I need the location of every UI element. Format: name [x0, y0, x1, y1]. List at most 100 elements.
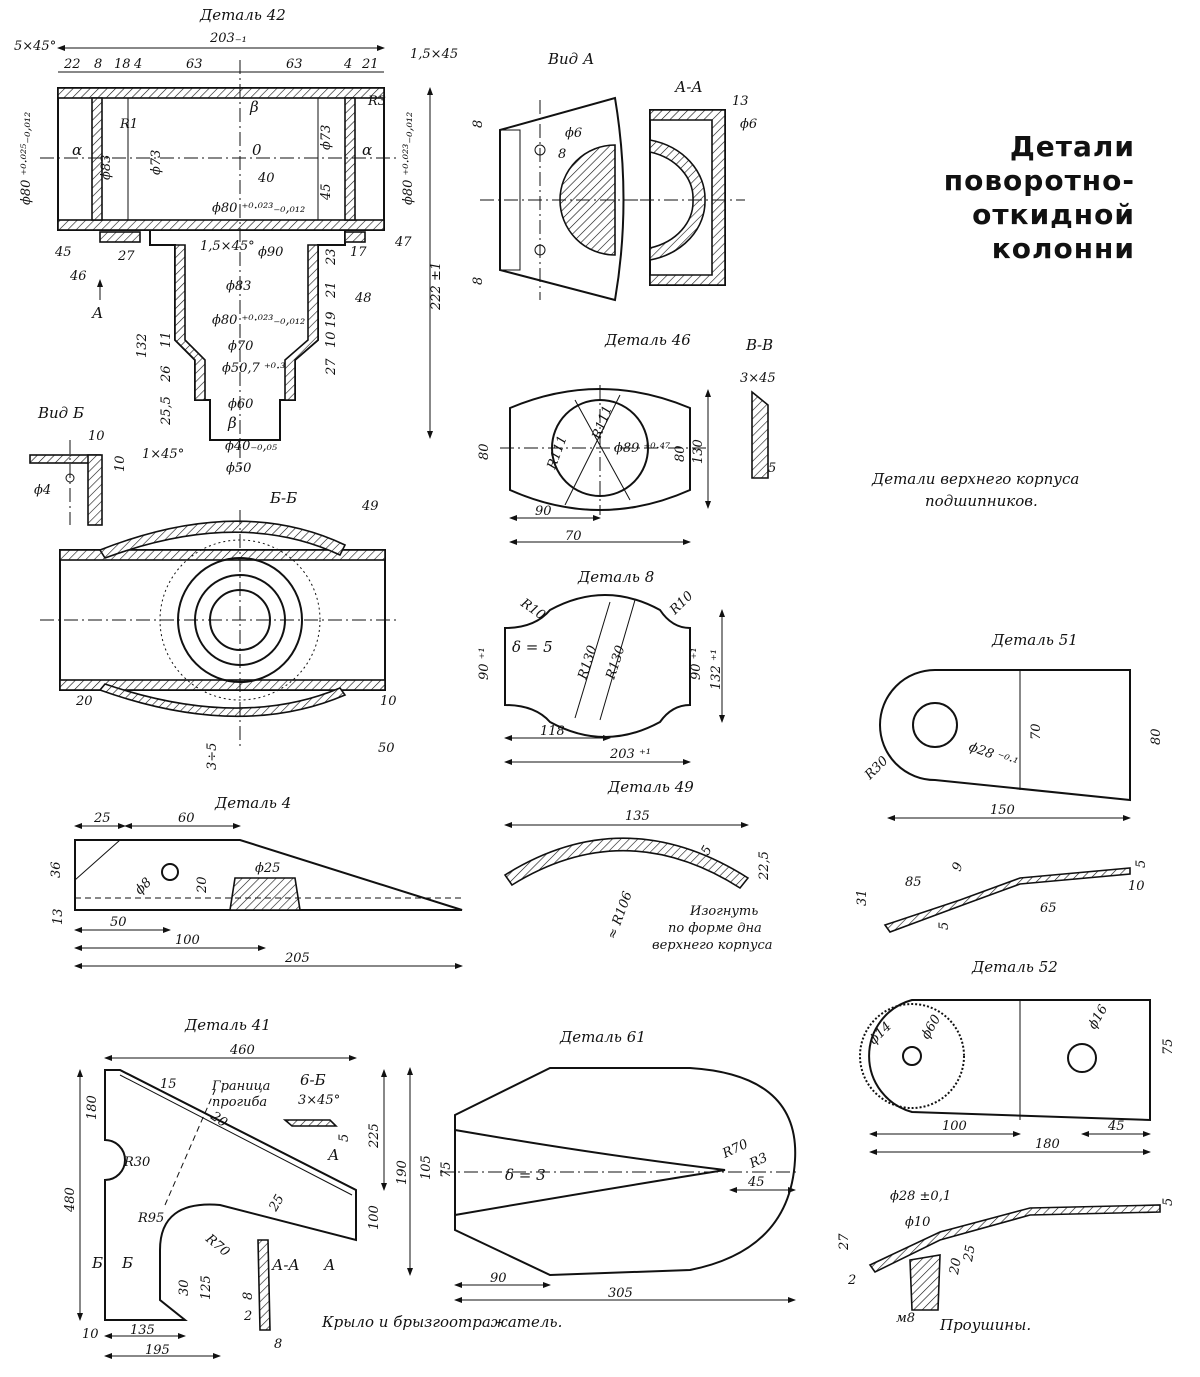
d41-border-1: Граница [211, 1079, 270, 1094]
part-52-drawing: Деталь 52 ϕ14 ϕ60 ϕ16 75 100 45 180 ϕ28 … [837, 958, 1176, 1326]
d42-n47: 47 [394, 235, 412, 250]
view-b-d10a: 10 [88, 429, 105, 444]
d42-n48: 48 [354, 291, 372, 306]
d42-h132: 132 [135, 333, 150, 358]
d42-beta-bottom: β [227, 414, 237, 432]
d51-d10: 10 [1128, 879, 1145, 894]
d46-d80b: 80 [673, 445, 688, 462]
d42-phi83b: ϕ83 [226, 279, 251, 294]
d42-seg-18: 18 [114, 57, 131, 72]
view-a-d8b: 8 [558, 147, 566, 162]
d42-chamfer-left: 5×45° [14, 39, 56, 54]
d42-h11: 11 [159, 331, 174, 348]
d49-note-1: Изогнуть [689, 904, 758, 919]
d42-h10: 10 [324, 331, 339, 348]
part-51-drawing: Деталь 51 70 80 R30 ϕ28 ⁻⁰·¹ 150 9 85 31… [855, 631, 1164, 933]
d49-d135: 135 [625, 809, 650, 824]
part-42-label: Деталь 42 [199, 6, 286, 24]
d42-seg-63b: 63 [286, 57, 303, 72]
part-49-label: Деталь 49 [607, 778, 694, 796]
d42-chamfer-right: 1,5×45 [410, 47, 458, 62]
d41-d225: 225 [367, 1123, 382, 1149]
d42-h21: 21 [324, 281, 339, 299]
title-line-3: откидной [972, 198, 1135, 231]
caption-wing: Крыло и брызгоотражатель. [321, 1313, 562, 1331]
d61-d45: 45 [747, 1175, 765, 1190]
d41-mark-b2: Б [121, 1254, 133, 1272]
d51-d5a: 5 [937, 922, 952, 930]
d42-h26: 26 [159, 365, 174, 383]
section-vv-label: В-В [745, 336, 773, 354]
part-4-label: Деталь 4 [214, 794, 291, 812]
caption-bearing-housing-2: подшипников. [925, 492, 1038, 510]
d42-phi83: ϕ83 [99, 155, 114, 180]
d42-n46: 46 [69, 269, 87, 284]
d42-r3: R3 [367, 94, 386, 109]
d42-seg-4: 4 [133, 57, 142, 72]
d42-h27: 27 [324, 358, 339, 376]
d42-phi80-mid: ϕ80 ⁺⁰·⁰²³₋₀,₀₁₂ [212, 201, 305, 216]
d42-phi80b: ϕ80 ⁺⁰·⁰²³₋₀,₀₁₂ [212, 313, 305, 328]
d52-d45: 45 [1107, 1119, 1125, 1134]
view-a-phi6: ϕ6 [565, 126, 582, 141]
d46-r111b: R111 [589, 404, 615, 443]
d46-phi89: ϕ89 ⁺⁰·⁴⁷ [614, 441, 671, 456]
d42-seg-63a: 63 [186, 57, 203, 72]
part-8-drawing: Деталь 8 R10 R10 R130 R130 δ = 5 90 ⁺¹ 9… [477, 568, 725, 765]
d41-d180: 180 [85, 1095, 100, 1120]
d41-d125: 125 [199, 1275, 214, 1300]
d46-d70: 70 [565, 529, 582, 544]
d8-r130b: R130 [603, 644, 628, 683]
d49-note-3: верхнего корпуса [652, 938, 773, 953]
d42-r1: R1 [119, 117, 138, 132]
d8-d90b: 90 ⁺¹ [689, 647, 704, 680]
part-61-label: Деталь 61 [559, 1028, 646, 1046]
section-bb-d35: 3÷5 [205, 743, 220, 770]
d8-thickness: δ = 5 [512, 638, 553, 656]
d4-d100: 100 [175, 933, 200, 948]
view-b-drawing: Вид Б 10 10 ϕ4 [29, 404, 128, 526]
d61-r3: R3 [746, 1150, 770, 1172]
d42-h25: 25,5 [159, 396, 174, 426]
view-a-d8a: 8 [471, 120, 486, 128]
d42-seg-8: 8 [94, 57, 102, 72]
part-61-drawing: Деталь 61 δ = 3 190 105 75 R70 R3 45 90 … [395, 1028, 800, 1303]
view-b-phi4: ϕ4 [34, 483, 51, 498]
d52-d100: 100 [942, 1119, 967, 1134]
d42-phi73-left: ϕ73 [149, 150, 164, 175]
d42-phi70: ϕ70 [228, 339, 253, 354]
caption-bearing-housing-1: Детали верхнего корпуса [871, 470, 1079, 488]
d46-r111a: R111 [544, 434, 570, 473]
d41-r95: R95 [137, 1211, 164, 1226]
d49-d225: 22,5 [757, 851, 772, 881]
part-41-drawing: Деталь 41 460 15 20 Граница прогиба 6-Б … [63, 1016, 387, 1359]
d52-d20: 20 [947, 1257, 965, 1277]
d51-d65: 65 [1040, 901, 1057, 916]
d51-d5b: 5 [1134, 860, 1149, 868]
d8-r130a: R130 [575, 644, 600, 683]
d41-d8b: 8 [274, 1337, 282, 1352]
d42-beta: β [249, 98, 259, 116]
d52-phi60: ϕ60 [918, 1012, 944, 1042]
part-51-label: Деталь 51 [991, 631, 1078, 649]
d61-thickness: δ = 3 [505, 1166, 546, 1184]
d42-d45: 45 [319, 183, 334, 201]
d42-phi50: ϕ50,7 ⁺⁰·³ [222, 361, 285, 376]
d8-d203: 203 ⁺¹ [609, 747, 651, 762]
d42-phi50b: ϕ50 [226, 461, 251, 476]
d42-phi90: ϕ90 [258, 245, 283, 260]
d51-d85: 85 [905, 875, 922, 890]
section-bb-d20: 20 [75, 694, 93, 709]
view-b-label: Вид Б [37, 404, 84, 422]
section-bb-n49: 49 [361, 499, 379, 514]
d41-section-aa: А-А [271, 1256, 300, 1274]
d41-r30: R30 [123, 1155, 150, 1170]
d41-section-66: 6-Б [300, 1071, 326, 1089]
d42-alpha-left: α [72, 141, 82, 159]
d41-d480: 480 [63, 1187, 78, 1213]
d52-d2: 2 [847, 1273, 856, 1288]
d61-d90: 90 [490, 1271, 507, 1286]
d41-mark-b1: Б [91, 1254, 103, 1272]
d41-mark-a: А [327, 1146, 339, 1164]
part-46-drawing: Деталь 46 80 R111 R111 ϕ89 ⁺⁰·⁴⁷ 80 130 … [477, 331, 776, 545]
